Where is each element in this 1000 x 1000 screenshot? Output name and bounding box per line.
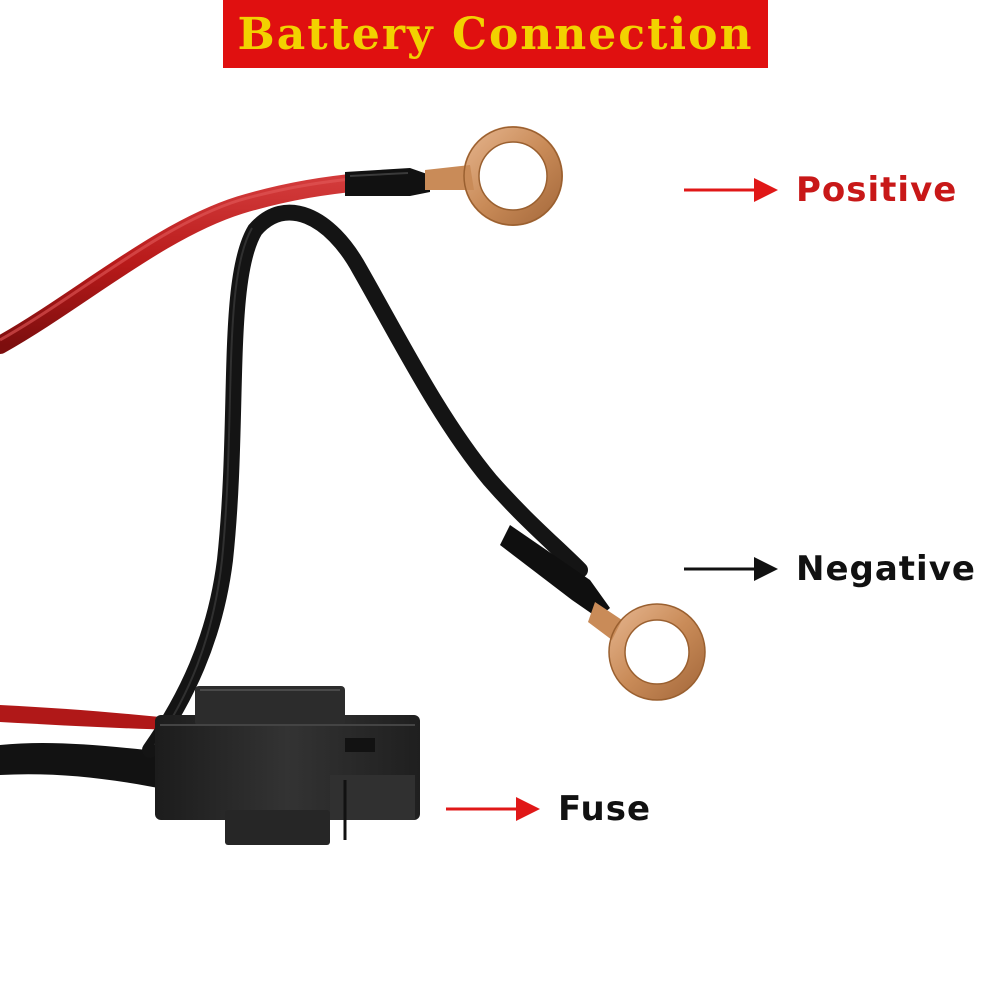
positive-label: Positive [796,170,958,210]
fuse-label: Fuse [558,789,652,829]
title-banner: Battery Connection [223,0,768,68]
lower-black-wire [0,742,168,790]
negative-heat-shrink [500,525,610,618]
positive-red-wire [0,173,369,354]
arrow-right-icon [446,797,540,821]
arrow-right-icon [684,557,778,581]
page-title: Battery Connection [237,8,754,60]
negative-ring-terminal [609,604,705,700]
positive-ring-terminal [463,126,563,226]
negative-black-wire [142,204,588,758]
lower-red-wire [0,705,175,730]
callout-positive: Positive [684,170,957,210]
positive-heat-shrink [345,168,430,196]
negative-label: Negative [796,549,976,589]
callout-negative: Negative [684,549,976,589]
callout-fuse: Fuse [446,789,651,829]
fuse-holder [155,686,420,845]
arrow-right-icon [684,178,778,202]
